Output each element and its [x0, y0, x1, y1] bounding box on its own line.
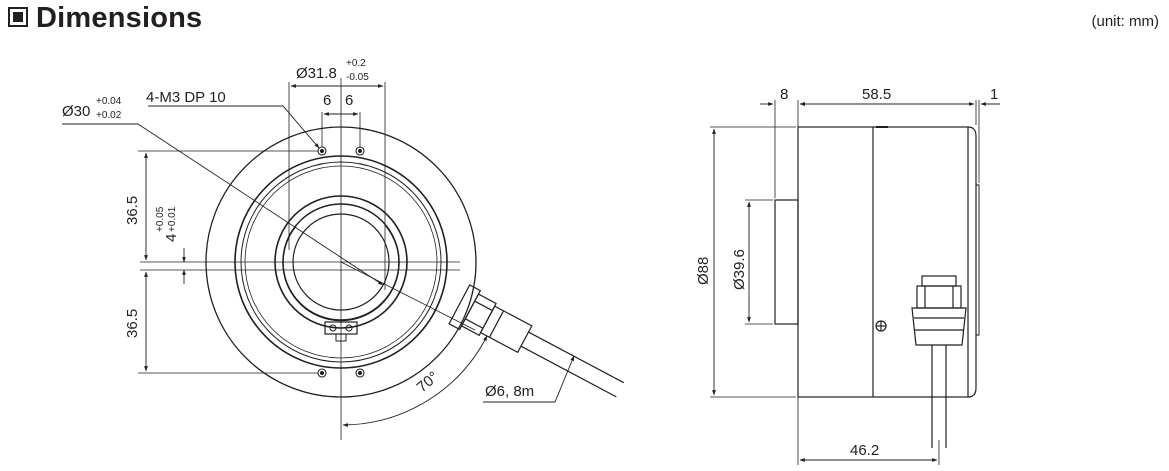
spigot-tol-upper: +0.04: [96, 96, 122, 107]
offset-tol-lower: +0.01: [167, 206, 178, 232]
spigot-tol-lower: +0.02: [96, 110, 122, 121]
side-view: [710, 100, 1000, 465]
outer-dia-label: Ø88: [695, 257, 712, 285]
offset-tol-upper: +0.05: [155, 206, 166, 232]
holes-label: 4-M3 DP 10: [146, 89, 226, 106]
center-lines: [140, 78, 460, 440]
body-length-label: 58.5: [862, 86, 891, 103]
hole-spacing-right: 6: [345, 92, 353, 109]
cap-thickness-label: 1: [990, 86, 998, 103]
cable-position-label: 46.2: [850, 442, 879, 459]
hub-dia-label: Ø39.6: [731, 249, 748, 290]
cable-label: Ø6, 8m: [485, 383, 534, 400]
holes-leader: [148, 105, 320, 149]
spigot-dia-label: Ø30: [62, 103, 90, 120]
height-extension-lines: [138, 150, 318, 374]
height-upper-label: 36.5: [124, 196, 141, 225]
bore-tol-upper: +0.2: [346, 58, 366, 69]
front-view: [62, 78, 625, 440]
header: Dimensions (unit: mm): [0, 0, 1169, 42]
hub-spigot: [774, 199, 799, 325]
flange-thickness-label: 8: [780, 86, 788, 103]
unit-note: (unit: mm): [1091, 13, 1160, 30]
cable-leader: [483, 355, 575, 403]
bore-tol-lower: -0.05: [346, 72, 369, 83]
angle-arc: [342, 335, 488, 427]
height-lower-label: 36.5: [124, 309, 141, 338]
bore-dia-label: Ø31.8: [296, 65, 337, 82]
main-body: [797, 126, 969, 398]
square-bullet-icon: [8, 7, 28, 27]
cable-gland-side: [911, 275, 967, 448]
spigot-leader: [62, 123, 384, 286]
rear-cap: [967, 126, 977, 398]
offset-value-label: 4: [163, 234, 180, 242]
cable-gland: [448, 284, 625, 398]
page-title: Dimensions: [36, 2, 203, 34]
hole-spacing-left: 6: [323, 92, 331, 109]
